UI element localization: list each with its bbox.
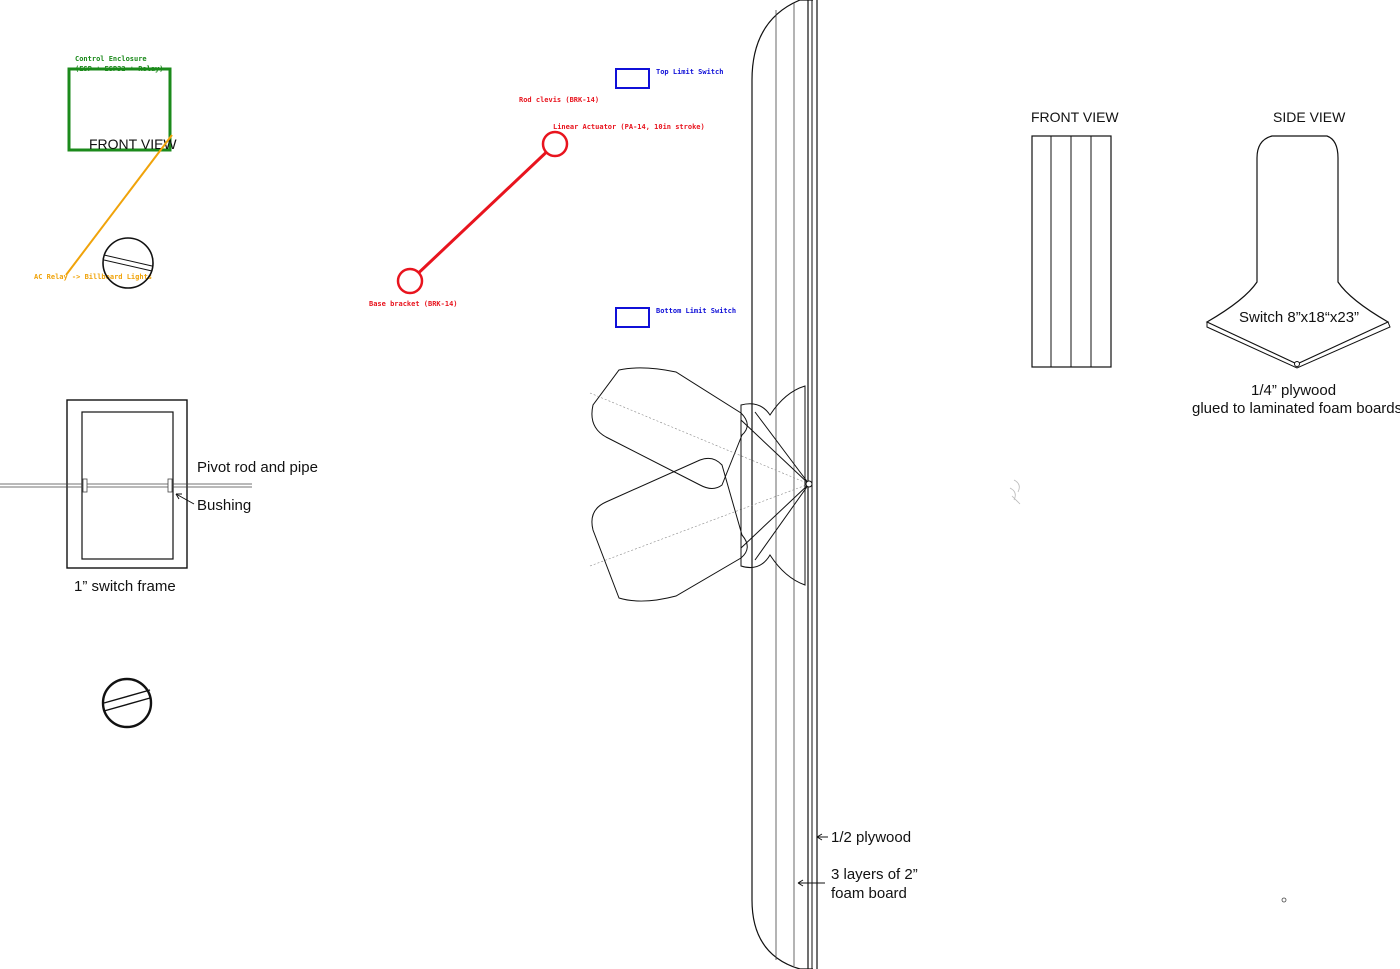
top-limit-switch-label: Top Limit Switch [656,68,723,76]
bottom-limit-switch-label: Bottom Limit Switch [656,307,736,315]
board-outline [751,0,813,969]
actuator-rod [408,142,557,283]
ac-relay-line [65,134,173,276]
control-enclosure: Control Enclosure (ESP + ESP32 + Relay) … [67,55,177,152]
half-plywood-label: 1/2 plywood [831,829,911,846]
pivot-point [805,480,813,488]
board-callouts: 1/2 plywood 3 layers of 2” foam board [797,829,918,902]
enclosure-sublabel: (ESP + ESP32 + Relay) [75,65,164,73]
foam-label-line1: 3 layers of 2” [831,866,918,883]
linear-actuator-label: Linear Actuator (PA-14, 10in stroke) [553,123,705,131]
glued-label: glued to laminated foam boards [1192,400,1400,417]
bushing-right [167,478,173,493]
switch-frame-label: 1” switch frame [74,578,176,595]
section-detail-top [102,237,154,289]
foam-label-line2: foam board [831,885,907,902]
front-view-drawing: FRONT VIEW [1031,109,1119,368]
bottom-limit-switch-box [615,307,650,328]
ac-relay-callout: AC Relay -> Billboard Lights [34,134,173,281]
front-view-small-label: FRONT VIEW [89,136,177,152]
switch-mechanism [589,367,813,602]
side-view-shape [1205,135,1390,365]
inner-frame [81,411,174,560]
quarter-plywood-label: 1/4” plywood [1251,382,1336,399]
rod-clevis-circle [541,130,569,158]
section-detail-bottom [101,677,153,729]
bushing-label: Bushing [197,497,251,514]
base-bracket-label: Base bracket (BRK-14) [369,300,458,308]
switch-dims-label: Switch 8”x18“x23” [1239,309,1359,326]
ac-relay-label: AC Relay -> Billboard Lights [34,273,152,281]
pivot-rod-label: Pivot rod and pipe [197,459,318,476]
limit-switches: Top Limit Switch Bottom Limit Switch [615,68,736,328]
side-view-title: SIDE VIEW [1273,109,1346,125]
top-limit-switch-box [615,68,650,89]
faint-marks [1009,479,1287,903]
bushing-left [82,478,88,493]
linear-actuator: Rod clevis (BRK-14) Linear Actuator (PA-… [369,96,705,308]
switch-frame-drawing: Pivot rod and pipe Bushing 1” switch fra… [0,399,318,595]
enclosure-label: Control Enclosure [75,55,147,63]
side-view-drawing: SIDE VIEW Switch 8”x18“x23” 1/4” plywood… [1192,109,1400,417]
enclosure-box [67,67,172,152]
billboard-board [751,0,818,969]
base-bracket-circle [396,267,424,295]
front-view-title: FRONT VIEW [1031,109,1119,125]
rod-clevis-label: Rod clevis (BRK-14) [519,96,599,104]
